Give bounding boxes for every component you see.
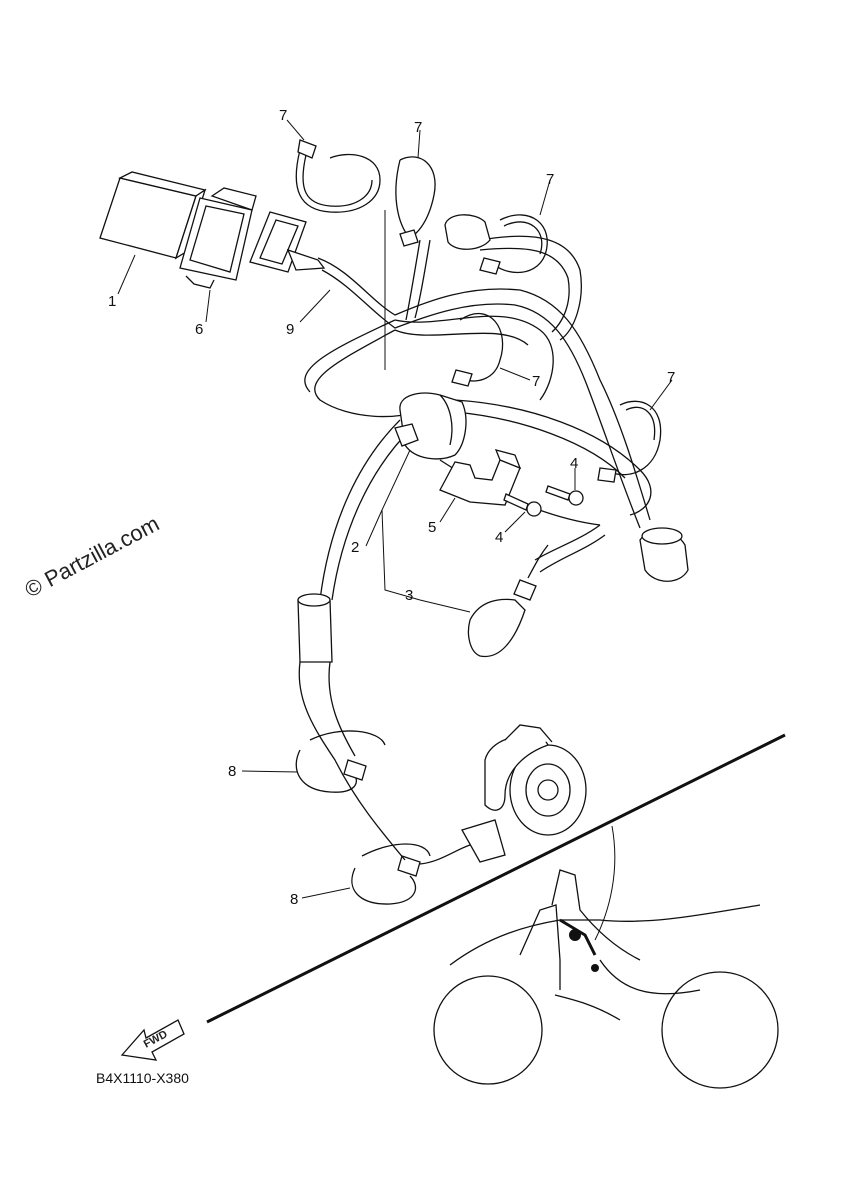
right-wire-grommet[interactable] (639, 527, 689, 582)
part-8-cable-band-lower[interactable] (351, 843, 431, 905)
separator-line (206, 733, 786, 1024)
stator-lead-wire[interactable] (298, 661, 471, 865)
callout-8-upper: 8 (228, 763, 236, 780)
part-6-cdi-unit[interactable] (179, 187, 257, 289)
callout-4-lower: 4 (495, 529, 503, 546)
callout-2: 2 (351, 539, 359, 556)
part-5-bracket[interactable] (439, 449, 522, 506)
diagram-code: B4X1110-X380 (96, 1070, 189, 1086)
callout-7-band-5: 7 (667, 369, 675, 386)
part-9-wire-harness[interactable] (304, 235, 652, 601)
part-7-cable-band-3[interactable] (479, 214, 548, 275)
fwd-arrow-icon: FWD (120, 1019, 185, 1061)
motorcycle-location-silhouette (433, 869, 779, 1089)
callout-4-upper: 4 (570, 455, 578, 472)
callout-7-band-4: 7 (532, 373, 540, 390)
lower-wire-grommet[interactable] (297, 593, 333, 663)
part-4-bolt-lower[interactable] (503, 493, 542, 517)
callout-7-band-3: 7 (546, 171, 554, 188)
watermark-text: © Partzilla.com (21, 511, 164, 603)
cdi-harness-connector[interactable] (249, 211, 326, 273)
locator-leader (594, 825, 616, 941)
callout-9: 9 (286, 321, 294, 338)
part-4-bolt-upper[interactable] (545, 485, 584, 506)
upper-wire-grommet[interactable] (444, 214, 491, 250)
part-2-ignition-coil[interactable] (394, 392, 467, 460)
part-7-cable-band-1[interactable] (295, 139, 381, 213)
part-7-cable-band-2[interactable] (395, 156, 436, 247)
callout-8-lower: 8 (290, 891, 298, 908)
part-8-cable-band-upper[interactable] (295, 730, 386, 793)
callout-6: 6 (195, 321, 203, 338)
callout-7-band-2: 7 (414, 119, 422, 136)
part-7-cable-band-5[interactable] (597, 400, 662, 483)
callout-3: 3 (405, 587, 413, 604)
callout-7-band-1: 7 (279, 107, 287, 124)
callout-leaders (117, 119, 673, 899)
callout-1: 1 (108, 293, 116, 310)
part-3-spark-plug-cap[interactable] (467, 544, 549, 658)
stator-magneto-assembly[interactable] (461, 724, 587, 863)
part-7-cable-band-4[interactable] (451, 313, 504, 387)
callout-5: 5 (428, 519, 436, 536)
